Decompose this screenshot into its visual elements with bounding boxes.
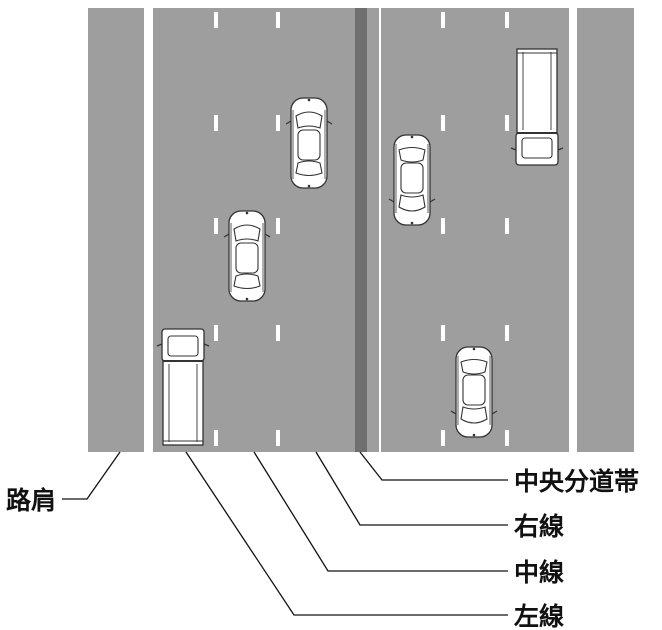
truck-1 [156, 328, 210, 446]
label-center-lane: 中線 [514, 558, 564, 587]
car-2 [223, 210, 271, 302]
car-1 [285, 97, 333, 189]
lane-dash [214, 430, 218, 446]
lane-dash [276, 325, 280, 341]
lane-dash [505, 12, 509, 28]
lane-dash [441, 430, 445, 446]
lane-dash [505, 218, 509, 234]
lane-dash [214, 12, 218, 28]
car-4 [450, 346, 498, 438]
lane-dash [505, 325, 509, 341]
lane-dash [441, 12, 445, 28]
road-right-shoulder-area [577, 8, 634, 452]
lane-dash [441, 325, 445, 341]
leader-center-lane [253, 451, 508, 572]
lane-dash [276, 12, 280, 28]
lane-dash [441, 115, 445, 131]
lane-dash [441, 218, 445, 234]
lane-dash [505, 430, 509, 446]
label-shoulder: 路肩 [6, 486, 56, 515]
median-stripe [355, 8, 367, 452]
label-left-lane: 左線 [514, 602, 564, 630]
leader-lines [62, 451, 508, 616]
lane-dash-lines [214, 12, 509, 446]
lane-dash [214, 325, 218, 341]
leader-left-lane [185, 451, 508, 616]
leader-median [359, 451, 508, 481]
lane-dash [505, 115, 509, 131]
lane-dash [276, 218, 280, 234]
car-3 [388, 134, 436, 226]
lane-dash [214, 115, 218, 131]
leader-shoulder [62, 451, 121, 500]
truck-2 [510, 48, 564, 166]
lane-dash [276, 430, 280, 446]
label-median: 中央分道帯 [514, 467, 639, 496]
leader-right-lane [315, 451, 508, 526]
label-right-lane: 右線 [514, 512, 564, 541]
road-shoulder-area [88, 8, 144, 452]
lane-dash [276, 115, 280, 131]
lane-dash [214, 218, 218, 234]
